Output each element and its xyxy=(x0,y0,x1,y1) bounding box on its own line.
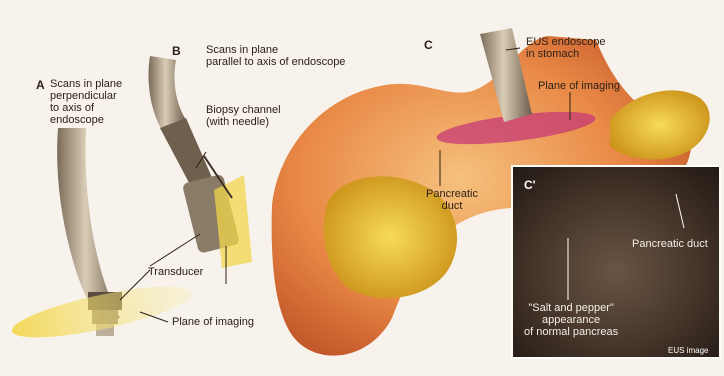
panel-letter-b: B xyxy=(172,44,181,58)
transducer-label: Transducer xyxy=(148,266,203,278)
eus-pancreatic-duct-label: Pancreatic duct xyxy=(632,238,708,250)
panel-letter-c: C xyxy=(424,38,433,52)
panel-b-caption: Scans in plane parallel to axis of endos… xyxy=(206,44,345,68)
panel-letter-c-prime: C' xyxy=(524,178,536,192)
biopsy-channel-label: Biopsy channel (with needle) xyxy=(206,104,281,128)
panel-letter-a: A xyxy=(36,78,45,92)
imaging-plane-b xyxy=(214,175,252,268)
plane-of-imaging-label: Plane of imaging xyxy=(172,316,254,328)
plane-of-imaging-c-label: Plane of imaging xyxy=(538,80,620,92)
eus-endoscope-label: EUS endoscope in stomach xyxy=(526,36,606,60)
panel-a-caption: Scans in plane perpendicular to axis of … xyxy=(50,78,122,126)
pancreatic-duct-c-label: Pancreatic duct xyxy=(426,188,478,212)
salt-and-pepper-label: "Salt and pepper" appearance of normal p… xyxy=(524,302,618,338)
eus-image-caption: EUS image xyxy=(668,346,708,355)
